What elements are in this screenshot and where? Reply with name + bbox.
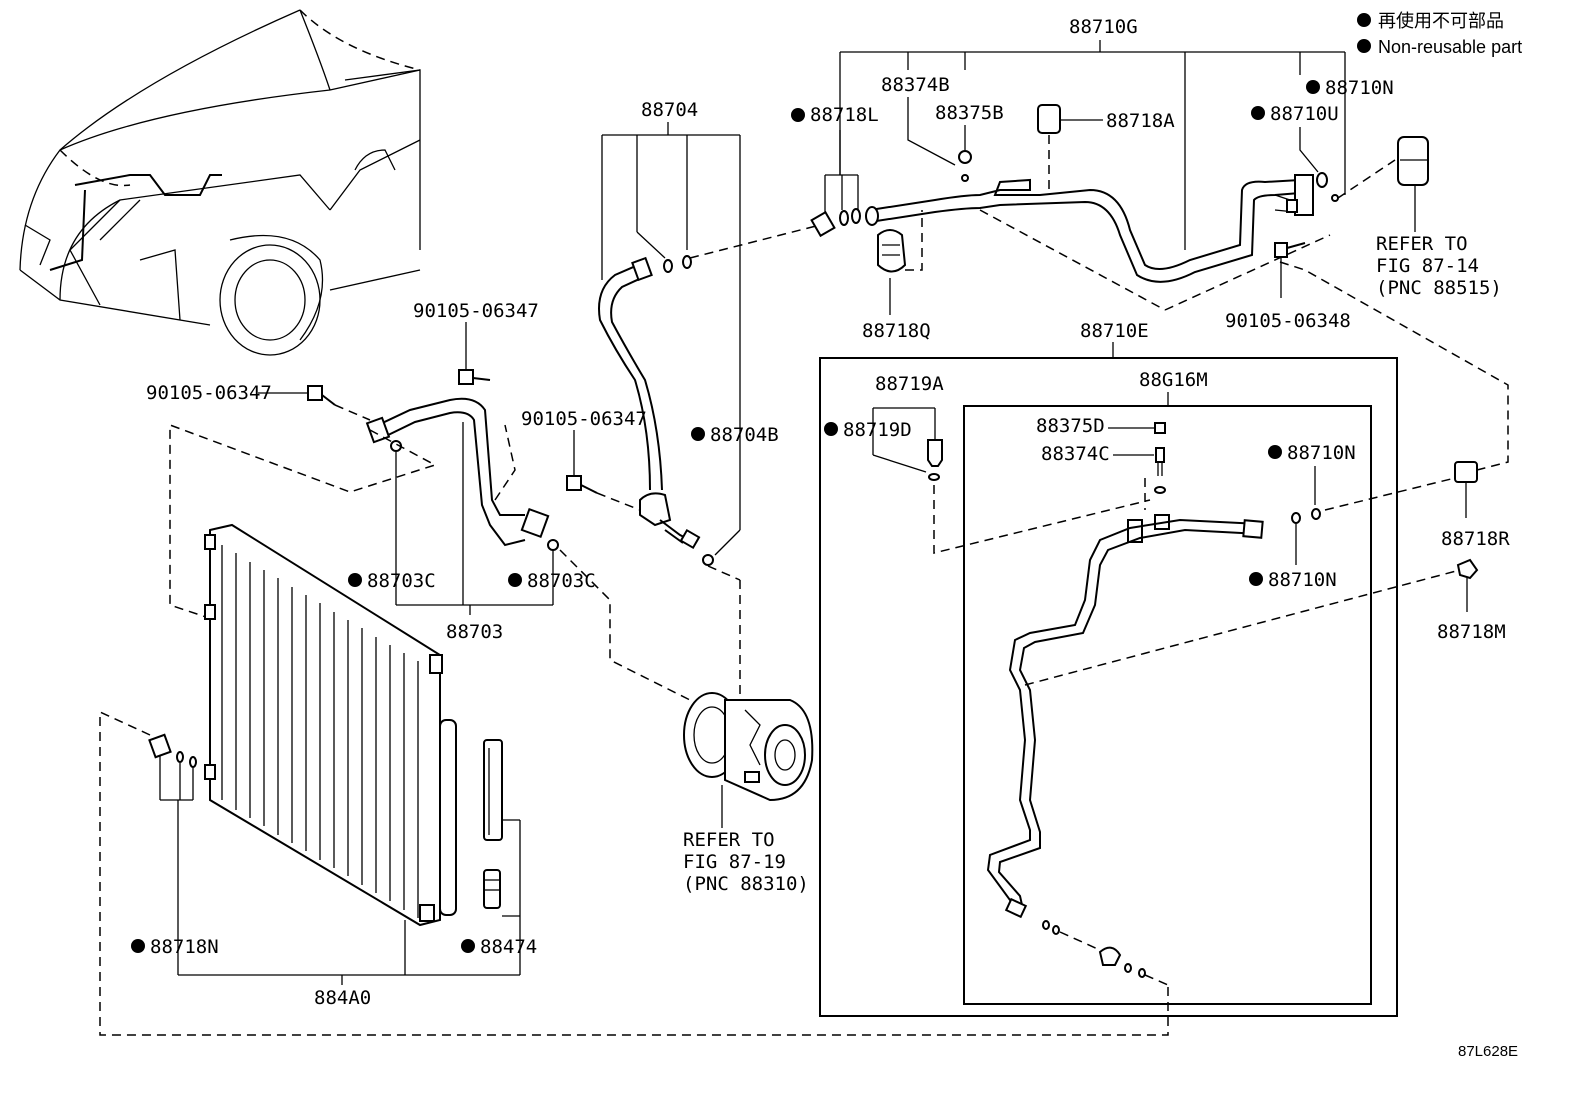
label-88718N: 88718N [150,936,219,958]
assembly-88710E: 88710E [819,320,1398,1017]
clip-88718M-icon [1456,558,1479,580]
hose-88704: 88704 [598,99,821,695]
compressor: REFER TO FIG 87-19 (PNC 88310) [683,692,814,895]
label-88710N-top: 88710N [1325,77,1394,99]
condenser-fins [221,545,419,918]
part-88704B: 88704B [691,424,779,446]
part-88718A: 88718A [1037,104,1175,195]
label-88718L: 88718L [810,104,879,126]
bolt-90105-06347-c: 90105-06347 [521,408,647,511]
clip-88718L-icon [810,210,836,238]
hose-fitting-88704-icon [639,492,672,527]
label-88718M: 88718M [1437,621,1506,643]
part-88718M: 88718M [1437,558,1506,643]
label-88718R: 88718R [1441,528,1510,550]
bolt-head-icon [458,369,474,385]
label-88710N-low: 88710N [1268,569,1337,591]
label-88704B: 88704B [710,424,779,446]
valve-88515-icon [1397,136,1429,186]
box-88710E [819,357,1398,1017]
refer-bottom-line3: (PNC 88310) [683,873,809,895]
label-88703C-right: 88703C [527,570,596,592]
pipe-88G16M [986,514,1461,986]
label-88703: 88703 [446,621,503,643]
label-88718A: 88718A [1106,110,1175,132]
bolt-head-icon [566,475,582,491]
box-88G16M [963,405,1372,1005]
vehicle-front-illustration [19,9,421,356]
label-88374C: 88374C [1041,443,1110,465]
legend-dot-icon [1357,39,1371,53]
label-90105-06347-a: 90105-06347 [413,300,539,322]
label-88704: 88704 [641,99,698,121]
label-88474: 88474 [480,936,537,958]
label-88375B: 88375B [935,102,1004,124]
refer-bottom-line1: REFER TO [683,829,775,851]
legend-dot-icon [1357,13,1371,27]
legend-en-text: Non-reusable part [1378,37,1522,57]
part-88719A-88719D: 88719A 88719D [824,373,1151,554]
valve-core-88719A-icon [927,439,943,467]
clamp-88718A-icon [1037,104,1061,134]
label-88710N-mid: 88710N [1287,442,1356,464]
pipe-88710G [865,174,1331,311]
bolt-head-icon [1274,242,1288,258]
block-fitting-88710G-icon [1294,174,1314,216]
refer-bottom-line2: FIG 87-19 [683,851,786,873]
part-88718N: 88718N [99,710,1169,1036]
part-88710N-mid-low: 88710N 88710N [1249,442,1456,591]
legend: 再使用不可部品 Non-reusable part [1357,11,1522,57]
diagram-code: 87L628E [1458,1043,1518,1060]
clamp-88718Q-icon [877,229,907,273]
refer-top-line3: (PNC 88515) [1376,277,1502,299]
label-88719A: 88719A [875,373,944,395]
label-90105-06347-c: 90105-06347 [521,408,647,430]
legend-jp-text: 再使用不可部品 [1378,11,1504,31]
fitting-88703-icon [365,416,391,444]
label-88374B: 88374B [881,74,950,96]
label-884A0: 884A0 [314,987,371,1009]
cap-88375B-icon [958,150,972,164]
label-88719D: 88719D [843,419,912,441]
label-88718Q: 88718Q [862,320,931,342]
label-90105-06347-b: 90105-06347 [146,382,272,404]
cap-88375D-icon [1154,422,1166,434]
refer-note-top: REFER TO FIG 87-14 (PNC 88515) [1337,136,1502,299]
bolt-90105-06347-a: 90105-06347 [413,300,539,385]
condenser-core-icon [209,523,441,927]
assembly-88G16M: 88G16M 88375D 88374C [963,369,1372,1005]
refer-top-line2: FIG 87-14 [1376,255,1479,277]
clip-pipe-icon [1098,946,1122,966]
clamp-88718R-icon [1454,461,1478,483]
label-88710U: 88710U [1270,103,1339,125]
part-88474: 88474 [461,739,537,975]
part-88718L: 88718L [791,104,879,238]
pipe-88703: 88703 88703C 88703C [169,397,701,706]
label-88710G: 88710G [1069,16,1138,38]
vehicle-ac-line-path [74,174,222,196]
desiccant-icon [483,869,501,909]
label-90105-06348: 90105-06348 [1225,310,1351,332]
part-88718R: 88718R [1279,261,1510,550]
label-88375D: 88375D [1036,415,1105,437]
part-88718Q: 88718Q [862,210,931,342]
bolt-head-icon [307,385,323,401]
label-88G16M: 88G16M [1139,369,1208,391]
label-88710E: 88710E [1080,320,1149,342]
service-port-icon [1127,519,1143,543]
condenser-884A0: 884A0 [178,523,520,1009]
bolt-90105-06347-b: 90105-06347 [146,382,371,421]
part-88710U-88710N: 88710U 88710N [1251,77,1394,202]
bolt-90105-06348: 90105-06348 [1225,242,1351,332]
receiver-cover-icon [483,739,503,841]
label-88703C-left: 88703C [367,570,436,592]
assembly-88710G: 88710G [839,16,1346,250]
refer-top-line1: REFER TO [1376,233,1468,255]
clip-88718N-icon [148,733,172,759]
part-88374B-88375B: 88374B 88375B [881,74,1004,182]
